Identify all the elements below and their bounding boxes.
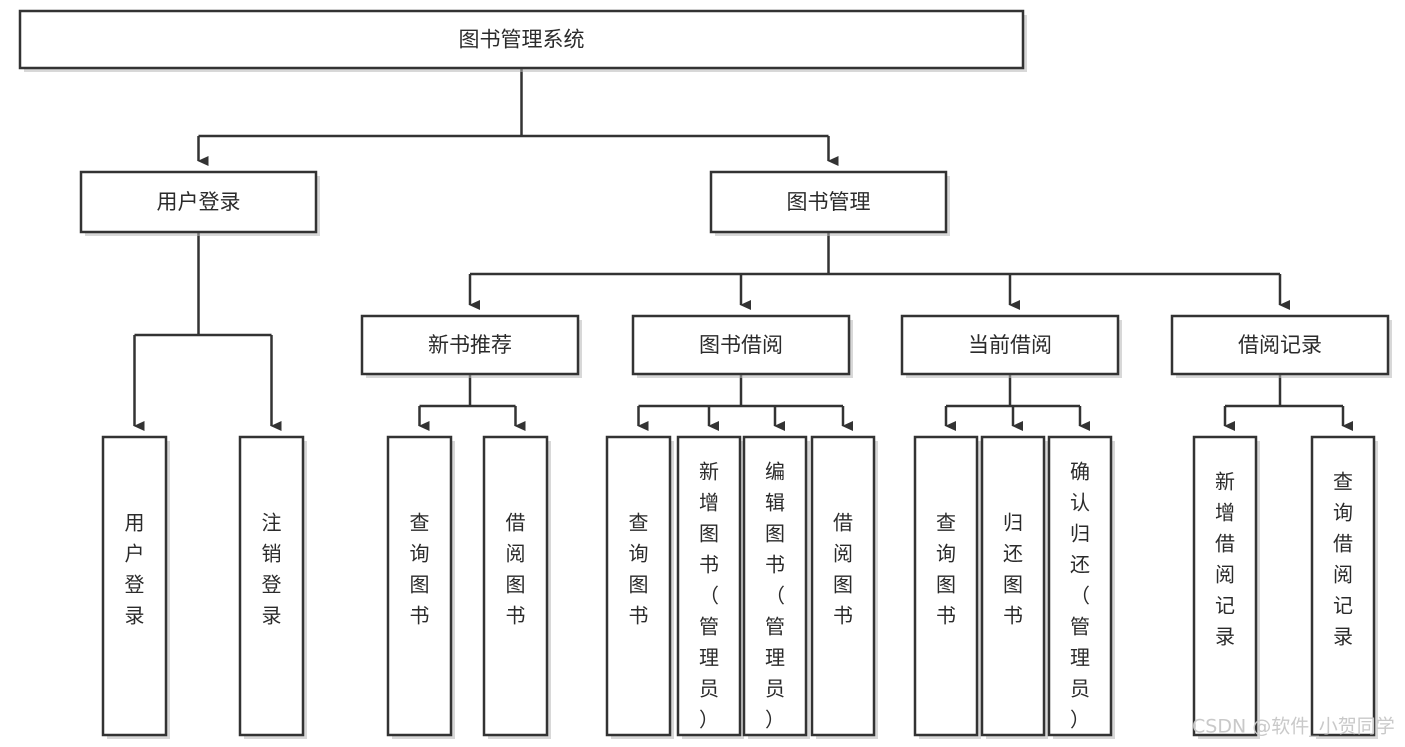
node-leaf-return-book[interactable]: 归还图书 (980, 435, 1048, 739)
node-label: 查询图书 (936, 511, 956, 628)
node-book-manage[interactable]: 图书管理 (709, 170, 950, 236)
node-rect[interactable] (79, 170, 318, 234)
node-rect[interactable] (1047, 435, 1113, 737)
node-leaf-add-record[interactable]: 新增借阅记录 (1192, 435, 1260, 739)
node-rect[interactable] (913, 435, 979, 737)
node-label: 查询借阅记录 (1333, 470, 1353, 649)
connector-layer (133, 68, 1353, 431)
node-leaf-add-book[interactable]: 新增图书（管理员） (676, 435, 744, 739)
node-rect[interactable] (1170, 314, 1390, 376)
node-user-login[interactable]: 用户登录 (79, 170, 320, 236)
node-label: 注销登录 (262, 511, 282, 628)
node-rect[interactable] (238, 435, 305, 737)
node-leaf-confirm-return[interactable]: 确认归还（管理员） (1047, 435, 1115, 739)
node-rect[interactable] (676, 435, 742, 737)
node-leaf-query-book-current[interactable]: 查询图书 (913, 435, 981, 739)
node-label: 当前借阅 (968, 333, 1052, 357)
node-rect[interactable] (101, 435, 168, 737)
node-current-borrow[interactable]: 当前借阅 (900, 314, 1122, 378)
node-label: 图书管理 (787, 190, 871, 214)
node-label: 借阅图书 (833, 511, 853, 628)
node-rect[interactable] (742, 435, 808, 737)
node-leaf-logout[interactable]: 注销登录 (238, 435, 307, 739)
node-label: 查询图书 (410, 511, 430, 628)
node-leaf-query-book-recommend[interactable]: 查询图书 (386, 435, 455, 739)
node-leaf-borrow-book[interactable]: 借阅图书 (810, 435, 878, 739)
node-rect[interactable] (482, 435, 549, 737)
node-label: 新书推荐 (428, 333, 512, 357)
node-leaf-user-login[interactable]: 用户登录 (101, 435, 170, 739)
node-label: 用户登录 (157, 190, 241, 214)
node-leaf-edit-book[interactable]: 编辑图书（管理员） (742, 435, 810, 739)
node-leaf-query-book-borrow[interactable]: 查询图书 (605, 435, 674, 739)
node-leaf-query-record[interactable]: 查询借阅记录 (1310, 435, 1378, 739)
node-new-book-recommend[interactable]: 新书推荐 (360, 314, 582, 378)
node-book-borrow[interactable]: 图书借阅 (631, 314, 853, 378)
node-root[interactable]: 图书管理系统 (18, 9, 1027, 72)
node-rect[interactable] (900, 314, 1120, 376)
node-rect[interactable] (810, 435, 876, 737)
node-borrow-record[interactable]: 借阅记录 (1170, 314, 1392, 378)
node-label: 图书借阅 (699, 333, 783, 357)
node-label: 图书管理系统 (459, 28, 585, 52)
node-label: 借阅记录 (1238, 333, 1322, 357)
node-label: 借阅图书 (506, 511, 526, 628)
node-label: 新增借阅记录 (1215, 470, 1235, 649)
node-layer: 图书管理系统用户登录图书管理新书推荐图书借阅当前借阅借阅记录用户登录注销登录查询… (18, 9, 1392, 739)
node-leaf-borrow-book-recommend[interactable]: 借阅图书 (482, 435, 551, 739)
node-rect[interactable] (1310, 435, 1376, 737)
node-rect[interactable] (980, 435, 1046, 737)
csdn-watermark: CSDN @软件_小贺同学 (1192, 716, 1395, 738)
node-rect[interactable] (360, 314, 580, 376)
node-label: 新增图书（管理员） (699, 460, 719, 732)
node-rect[interactable] (709, 170, 948, 234)
node-rect[interactable] (1192, 435, 1258, 737)
node-label: 查询图书 (629, 511, 649, 628)
node-label: 归还图书 (1003, 511, 1023, 628)
node-rect[interactable] (18, 9, 1025, 70)
node-label: 用户登录 (125, 511, 145, 628)
node-rect[interactable] (386, 435, 453, 737)
node-rect[interactable] (605, 435, 672, 737)
node-label: 编辑图书（管理员） (765, 460, 785, 732)
node-rect[interactable] (631, 314, 851, 376)
node-label: 确认归还（管理员） (1070, 460, 1090, 732)
